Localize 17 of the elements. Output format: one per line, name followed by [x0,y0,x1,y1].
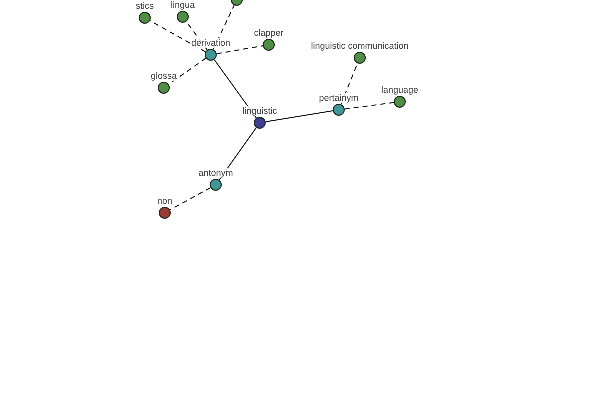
dashed-connector [150,20,206,53]
node-label: glossa [151,71,177,81]
node-label: derivation [191,38,231,48]
node-label: non [157,196,173,206]
node-label: stics [136,1,154,11]
node-label: lingua [170,0,196,10]
dashed-connector [216,46,264,54]
node-label: clapper [254,28,284,38]
node-label: linguistic [242,106,278,116]
dashed-connector [170,187,212,211]
node-label: pertainym [319,93,359,103]
connector [265,110,334,123]
node-label: linguistic communication [311,41,409,51]
node-label: language [381,85,419,95]
dashed-connector [213,4,235,50]
node-label: antonym [198,168,234,178]
dashed-connector [344,102,395,110]
